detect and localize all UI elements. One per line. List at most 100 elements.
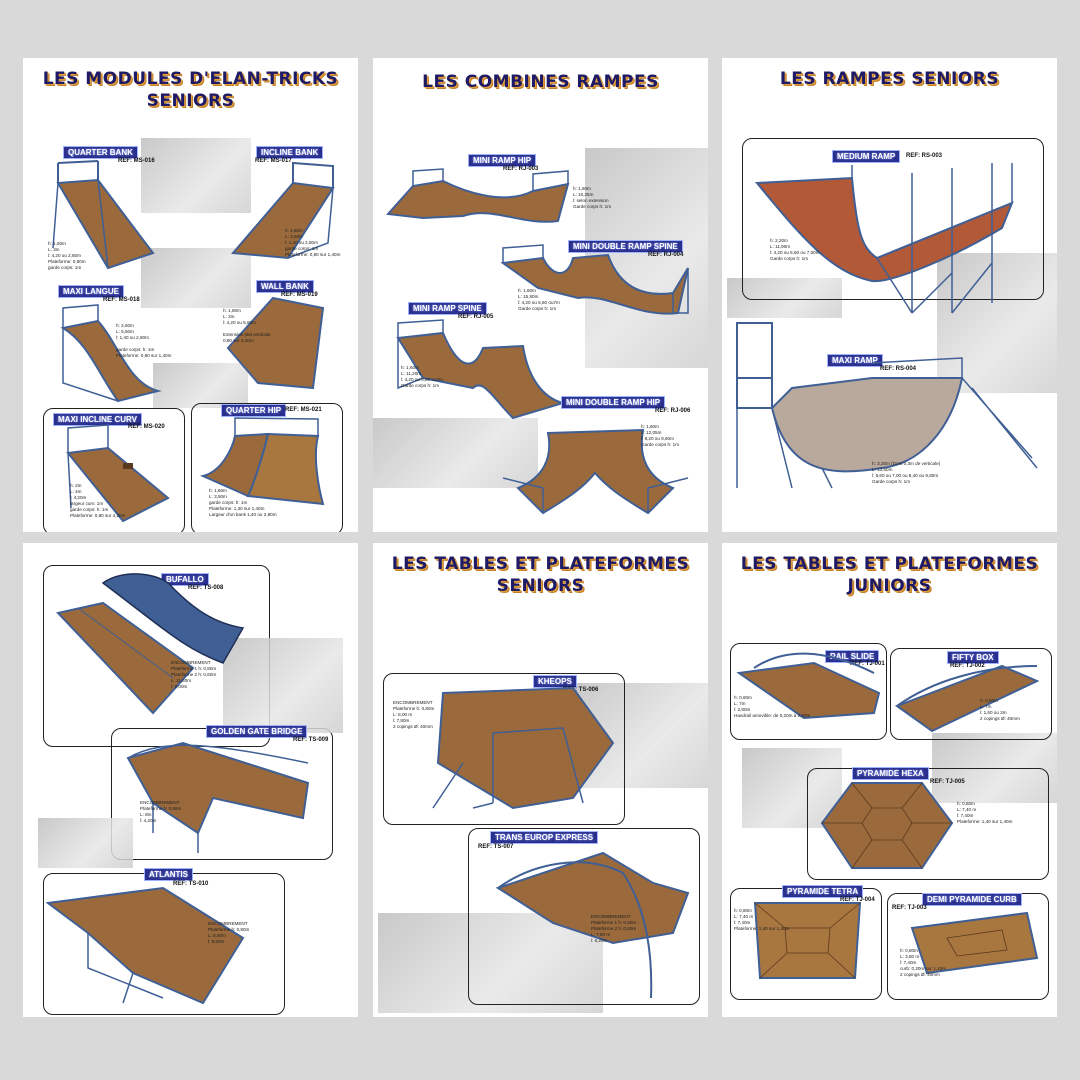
background-photo [141, 248, 251, 308]
module-ref: REF: TJ-003 [892, 905, 927, 911]
module-specs: h: 1,60m L: 10,25m l: selon extension Ga… [573, 186, 612, 209]
background-photo [742, 748, 842, 828]
quarter-hip-model [199, 417, 325, 506]
module-ref: REF: RS-003 [906, 153, 943, 159]
background-photo [937, 253, 1057, 393]
module-name-mini-ramp-spine: MINI RAMP SPINE [408, 302, 487, 315]
pyramide-tetra-model [753, 902, 862, 979]
maxi-langue-model [60, 304, 162, 403]
background-photo [373, 418, 538, 488]
background-photo [378, 913, 603, 1013]
rail-slide-model [736, 652, 881, 720]
module-frame [191, 403, 343, 532]
module-ref: REF: RJ-006 [655, 408, 691, 414]
medium-ramp-model [754, 163, 1014, 314]
module-specs: h: 2,20m L: 11,90m l: 4,20 ou 5,60 ou 7,… [770, 238, 820, 261]
module-specs: h: 0,80m L: 7,40 m l: 7,40m Plateforme: … [957, 801, 1013, 824]
module-ref: REF: MS-021 [285, 407, 322, 413]
atlantis-model [45, 886, 245, 1005]
module-specs: h: 0,80m L: 7,40 m l: 7,40m Plateforme: … [734, 908, 790, 931]
pyramide-hexa-model [820, 782, 954, 869]
module-ref: REF: MS-016 [118, 158, 155, 164]
module-specs: ENCOMBREMENT Plateforme h: 0,80m L: 8,80… [208, 921, 250, 944]
module-name-bufallo: BUFALLO [161, 573, 209, 586]
module-name-wall-bank: WALL BANK [256, 280, 314, 293]
module-ref: REF: RJ-004 [648, 252, 684, 258]
quarter-bank-model [52, 160, 155, 270]
module-ref: REF: TS-009 [293, 737, 329, 743]
module-name-mini-double-ramp-spine: MINI DOUBLE RAMP SPINE [568, 240, 683, 253]
panel-title-line-2: SENIORS [496, 576, 585, 596]
panel-title-line-2: SENIORS [146, 91, 235, 111]
panel-tables-seniors-a: BUFALLO REF: TS-008 ENCOMBREMENT Platefo… [23, 543, 358, 1017]
module-ref: REF: MS-020 [128, 424, 165, 430]
module-specs: h: 1,60m L: 3m l: 4,20 ou 2,80m Platefor… [48, 241, 86, 270]
background-photo [38, 818, 133, 868]
wall-bank-model [226, 296, 325, 390]
panel-tables-juniors: LES TABLES ET PLATEFORMES JUNIORS RAIL S… [722, 543, 1057, 1017]
module-name-maxi-langue: MAXI LANGUE [58, 285, 124, 298]
module-name-demi-pyramide-curb: DEMI PYRAMIDE CURB [922, 893, 1022, 906]
module-frame [890, 648, 1052, 740]
module-name-pyramide-hexa: PYRAMIDE HEXA [852, 767, 929, 780]
demi-pyramide-curb-model [910, 911, 1039, 975]
module-ref: REF: MS-019 [281, 292, 318, 298]
module-specs: h: 2,60m L: 5,50m l: 1,40 ou 2,80m garde… [116, 323, 172, 358]
panel-title: LES COMBINES RAMPES [422, 72, 659, 92]
panel-combines-rampes: LES COMBINES RAMPES MINI RAMP HIP REF: R… [373, 58, 708, 532]
mini-ramp-hip-model [385, 168, 570, 223]
module-ref: REF: TS-008 [188, 585, 224, 591]
module-frame [742, 138, 1044, 300]
module-name-pyramide-tetra: PYRAMIDE TETRA [782, 885, 864, 898]
background-photo [153, 363, 248, 408]
module-name-quarter-bank: QUARTER BANK [63, 146, 138, 159]
module-ref: REF: MS-017 [255, 158, 292, 164]
background-photo [141, 138, 251, 213]
module-name-fifty-box: FIFTY BOX [947, 651, 999, 664]
panel-tables-seniors: LES TABLES ET PLATEFORMES SENIORS KHEOPS… [373, 543, 708, 1017]
module-frame [43, 408, 185, 532]
module-specs: h: 1,80m L: 2m l: 4,20 ou 5,60m Extensio… [223, 308, 272, 343]
module-name-atlantis: ATLANTIS [144, 868, 193, 881]
module-specs: h: 1,60m L: 3,50m l: 1,40 ou 2,80m garde… [285, 228, 341, 257]
module-specs: h: 3,30m (Dont 0,3m de verticale) L: 13,… [872, 461, 941, 484]
module-name-golden-gate-bridge: GOLDEN GATE BRIDGE [206, 725, 308, 738]
golden-gate-bridge-model [126, 741, 310, 853]
module-specs: h: 1,60m L: 12,05m l: 8,20 ou 9,60m Gard… [641, 424, 680, 447]
module-specs: h: 0,60m L: 7m l: 2,80m Handrail amovibl… [734, 695, 811, 718]
module-ref: REF: RJ-003 [503, 166, 539, 172]
module-name-kheops: KHEOPS [533, 675, 577, 688]
module-specs: h: 0,60m L: 7m l: 1,60 ou 3m 2 copings Ø… [980, 698, 1020, 721]
maxi-ramp-model [736, 322, 1038, 489]
panel-modules-elan-tricks: LES MODULES D'ELAN-TRICKS SENIORS QUARTE… [23, 58, 358, 532]
module-specs: h: 2m L: 4m l: 4,20m largeur curv: 1m ga… [70, 483, 126, 518]
module-name-mini-ramp-hip: MINI RAMP HIP [468, 154, 537, 167]
module-specs: ENCOMBREMENT Plateforme h: 0,80m L: 8,00… [393, 700, 435, 729]
module-name-trans-europ-express: TRANS EUROP EXPRESS [490, 831, 599, 844]
background-photo [223, 638, 343, 733]
panel-rampes-seniors: LES RAMPES SENIORS MEDIUM RAMP REF: RS-0… [722, 58, 1057, 532]
trans-europ-express-model [495, 851, 690, 999]
module-name-mini-double-ramp-hip: MINI DOUBLE RAMP HIP [561, 396, 666, 409]
module-name-medium-ramp: MEDIUM RAMP [832, 150, 901, 163]
fifty-box-model [894, 664, 1040, 733]
incline-bank-model [230, 161, 335, 260]
module-specs: h: 0,80m L: 3,80 m l: 7,40m curb: 0,20m … [900, 948, 946, 977]
panel-title-line-1: LES MODULES D'ELAN-TRICKS [42, 69, 339, 89]
panel-title-line-2: JUNIORS [847, 576, 932, 596]
module-ref: REF: RS-004 [880, 366, 917, 372]
module-frame [468, 828, 700, 1005]
module-frame [383, 673, 625, 825]
module-ref: REF: TJ-004 [840, 897, 875, 903]
module-ref: REF: TS-010 [173, 881, 209, 887]
panel-title-line-1: LES TABLES ET PLATEFORMES [740, 554, 1039, 574]
module-specs: h: 1,60m L: 3,50m garde corps: h: 1m Pla… [209, 488, 277, 517]
module-specs: h: 1,60m L: 11,20m l: 4,20 ou 5,60 ou7m … [401, 365, 443, 388]
module-name-quarter-hip: QUARTER HIP [221, 404, 287, 417]
module-name-incline-bank: INCLINE BANK [256, 146, 324, 159]
module-specs: ENCOMBREMENT Plateforme 1 h: 0,80m Plate… [171, 660, 217, 689]
module-specs: ENCOMBREMENT Plateforme h: 0,88m L: 8m l… [140, 800, 182, 823]
bufallo-model [56, 573, 245, 715]
module-frame [730, 643, 887, 740]
mini-double-ramp-hip-model [502, 428, 689, 515]
